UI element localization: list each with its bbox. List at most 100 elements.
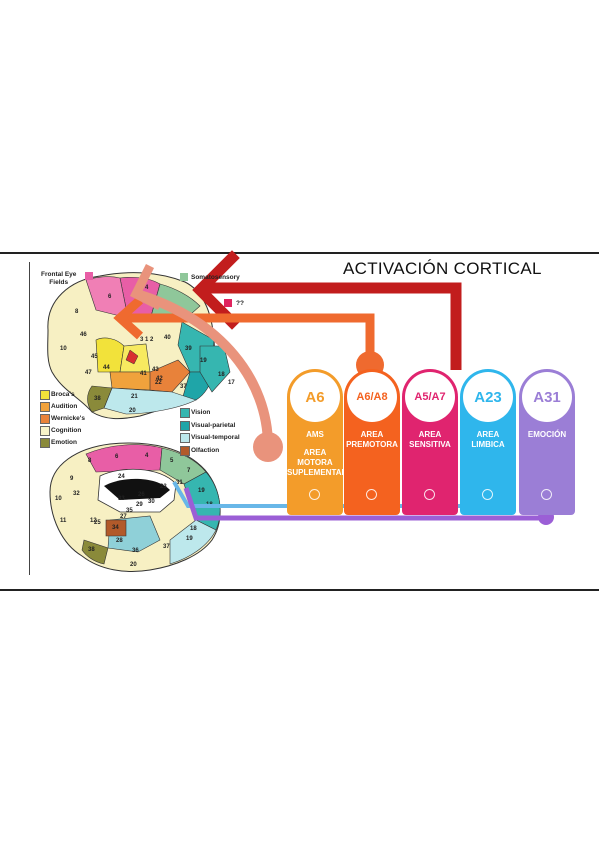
area-code-circle: A31 (522, 372, 572, 422)
svg-text:43: 43 (152, 367, 159, 373)
legend-swatch (40, 402, 50, 412)
legend-label: Audition (51, 403, 78, 410)
salmon-arrowhead (129, 263, 163, 311)
legend-swatch-somatosensory (180, 273, 188, 281)
svg-text:9: 9 (70, 476, 74, 482)
svg-text:6: 6 (115, 454, 119, 460)
legend-label: Broca's (51, 391, 75, 398)
svg-text:21: 21 (131, 394, 138, 400)
svg-text:35: 35 (126, 508, 133, 514)
svg-text:4: 4 (145, 285, 149, 291)
svg-text:10: 10 (55, 496, 62, 502)
svg-text:8: 8 (88, 458, 92, 464)
svg-text:31: 31 (176, 480, 183, 486)
svg-text:20: 20 (129, 408, 136, 414)
medial-brain: 8 6 4 5 7 9 10 32 24 23 31 33 26 29 30 3… (49, 442, 221, 572)
svg-text:39: 39 (185, 346, 192, 352)
legend-label: Visual-temporal (191, 434, 240, 441)
legend-swatch (180, 420, 190, 431)
orange-arrowhead (113, 296, 144, 340)
legend-frontal-eye-fields: Frontal Eye Fields (41, 271, 77, 286)
svg-text:47: 47 (85, 370, 92, 376)
svg-text:44: 44 (103, 365, 110, 371)
frame-bottom-line (0, 589, 599, 591)
svg-text:19: 19 (200, 358, 207, 364)
area-code: A6 (305, 388, 325, 406)
card-dot-icon (424, 489, 435, 500)
area-code: A5/A7 (414, 391, 446, 403)
salmon-connector (138, 290, 273, 447)
svg-text:5: 5 (170, 458, 174, 464)
legend-label: Visual-parietal (191, 421, 236, 429)
svg-text:26: 26 (138, 492, 145, 498)
svg-text:24: 24 (118, 474, 125, 480)
area-abbr: AMS (306, 430, 324, 439)
area-code: A6/A8 (356, 391, 388, 403)
svg-text:37: 37 (180, 384, 187, 390)
svg-text:40: 40 (164, 335, 171, 341)
area-name: EMOCIÓN (527, 430, 567, 439)
svg-text:28: 28 (116, 538, 123, 544)
legend-swatch (180, 445, 190, 456)
card-dot-icon (366, 489, 377, 500)
svg-text:23: 23 (160, 484, 167, 490)
frame-left-line (29, 262, 30, 575)
svg-text:32: 32 (73, 491, 80, 497)
svg-text:37: 37 (163, 544, 170, 550)
legend-label: Emotion (51, 439, 77, 446)
legend-swatch-frontal-eye (85, 272, 93, 280)
legend-swatch (40, 390, 50, 400)
area-name: AREA MOTORA SUPLEMENTARIA (287, 448, 356, 477)
svg-text:25: 25 (94, 520, 101, 526)
area-code-circle: A23 (463, 372, 513, 422)
svg-text:38: 38 (94, 396, 101, 402)
svg-text:12: 12 (90, 518, 97, 524)
orange-connector (120, 313, 375, 366)
svg-text:18: 18 (218, 372, 225, 378)
salmon-connector-node (253, 432, 283, 462)
legend-unknown: ?? (236, 300, 244, 307)
area-code: A31 (533, 388, 561, 406)
svg-text:38: 38 (88, 547, 95, 553)
purple-connector (183, 487, 546, 521)
area-name: AREA PREMOTORA (346, 430, 398, 449)
slide-title: ACTIVACIÓN CORTICAL (343, 259, 542, 278)
legend-somatosensory: Somatosensory (191, 274, 240, 281)
svg-text:45: 45 (91, 354, 98, 360)
area-name: AREA SENSITIVA (409, 430, 451, 449)
card-dot-icon (309, 489, 320, 500)
svg-text:22: 22 (155, 380, 162, 386)
lateral-brain: 6 4 8 46 10 45 44 47 40 3 1 2 39 19 18 1… (47, 272, 235, 420)
legend-swatch (40, 426, 50, 436)
legend-swatch (180, 408, 190, 418)
legend-swatch-unknown (224, 299, 232, 307)
svg-text:10: 10 (60, 346, 67, 352)
legend-swatch (180, 433, 190, 443)
red-connector (205, 282, 462, 370)
svg-text:34: 34 (112, 525, 119, 531)
area-name: AREA LIMBICA (471, 430, 505, 449)
legend-label: Olfaction (191, 446, 220, 454)
svg-text:19: 19 (186, 536, 193, 542)
legend-swatch (40, 438, 50, 448)
red-arrowhead (192, 250, 240, 330)
svg-text:27: 27 (120, 514, 127, 520)
svg-text:36: 36 (132, 548, 139, 554)
svg-text:29: 29 (136, 502, 143, 508)
svg-text:46: 46 (80, 332, 87, 338)
area-code-circle: A6 (290, 372, 340, 422)
legend-swatch (40, 414, 50, 424)
svg-text:33: 33 (118, 496, 125, 502)
area-code-circle: A6/A8 (347, 372, 397, 422)
svg-text:30: 30 (148, 499, 155, 505)
svg-text:41: 41 (140, 371, 147, 377)
card-dot-icon (541, 489, 552, 500)
card-dot-icon (482, 489, 493, 500)
svg-text:19: 19 (198, 488, 205, 494)
